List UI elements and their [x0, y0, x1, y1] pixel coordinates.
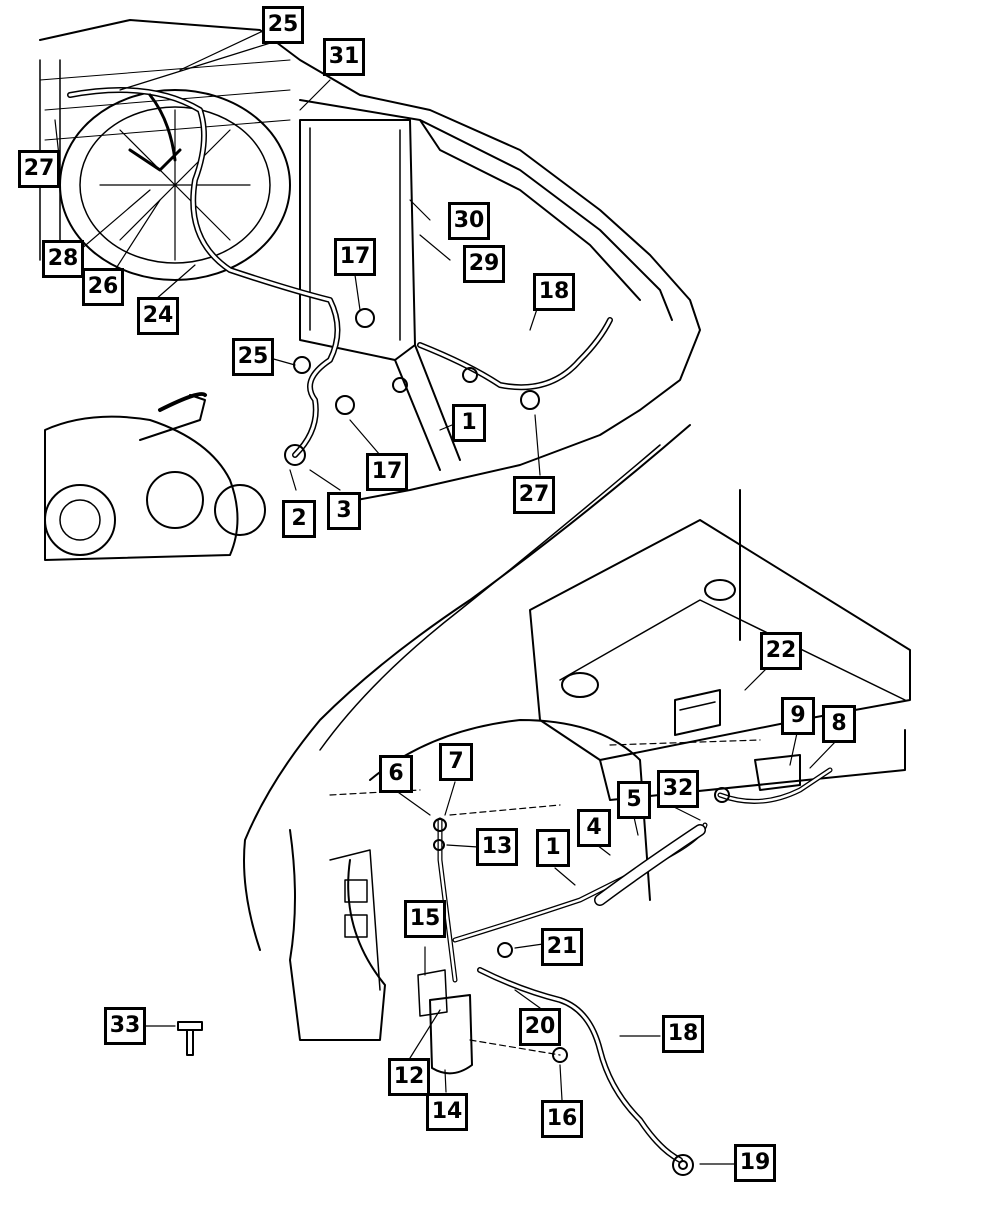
callout-29[interactable]: 29: [463, 245, 505, 283]
callout-8[interactable]: 8: [822, 705, 856, 743]
callout-17-upper[interactable]: 17: [334, 238, 376, 276]
callout-27-left[interactable]: 27: [18, 150, 60, 188]
callout-9[interactable]: 9: [781, 697, 815, 735]
callout-6[interactable]: 6: [379, 755, 413, 793]
callout-14[interactable]: 14: [426, 1093, 468, 1131]
callout-32[interactable]: 32: [657, 770, 699, 808]
callout-4[interactable]: 4: [577, 809, 611, 847]
callout-15[interactable]: 15: [404, 900, 446, 938]
callout-1-lower[interactable]: 1: [536, 829, 570, 867]
callout-18-upper[interactable]: 18: [533, 273, 575, 311]
callout-33[interactable]: 33: [104, 1007, 146, 1045]
callout-12[interactable]: 12: [388, 1058, 430, 1096]
callout-2[interactable]: 2: [282, 500, 316, 538]
callout-31[interactable]: 31: [323, 38, 365, 76]
callout-19[interactable]: 19: [734, 1144, 776, 1182]
callout-28[interactable]: 28: [42, 240, 84, 278]
callout-21[interactable]: 21: [541, 928, 583, 966]
callout-20[interactable]: 20: [519, 1008, 561, 1046]
callout-5[interactable]: 5: [617, 781, 651, 819]
callout-17-lower[interactable]: 17: [366, 453, 408, 491]
callout-30[interactable]: 30: [448, 202, 490, 240]
callout-7[interactable]: 7: [439, 743, 473, 781]
callout-26[interactable]: 26: [82, 268, 124, 306]
callout-27-lower[interactable]: 27: [513, 476, 555, 514]
callout-22[interactable]: 22: [760, 632, 802, 670]
callout-25-lower[interactable]: 25: [232, 338, 274, 376]
lower-frame-art: [142, 424, 911, 1176]
callout-18-lower[interactable]: 18: [662, 1015, 704, 1053]
callout-16[interactable]: 16: [541, 1100, 583, 1138]
callout-13[interactable]: 13: [476, 828, 518, 866]
callout-3[interactable]: 3: [327, 492, 361, 530]
callout-25-top[interactable]: 25: [262, 6, 304, 44]
callout-24[interactable]: 24: [137, 297, 179, 335]
callout-1-upper[interactable]: 1: [452, 404, 486, 442]
